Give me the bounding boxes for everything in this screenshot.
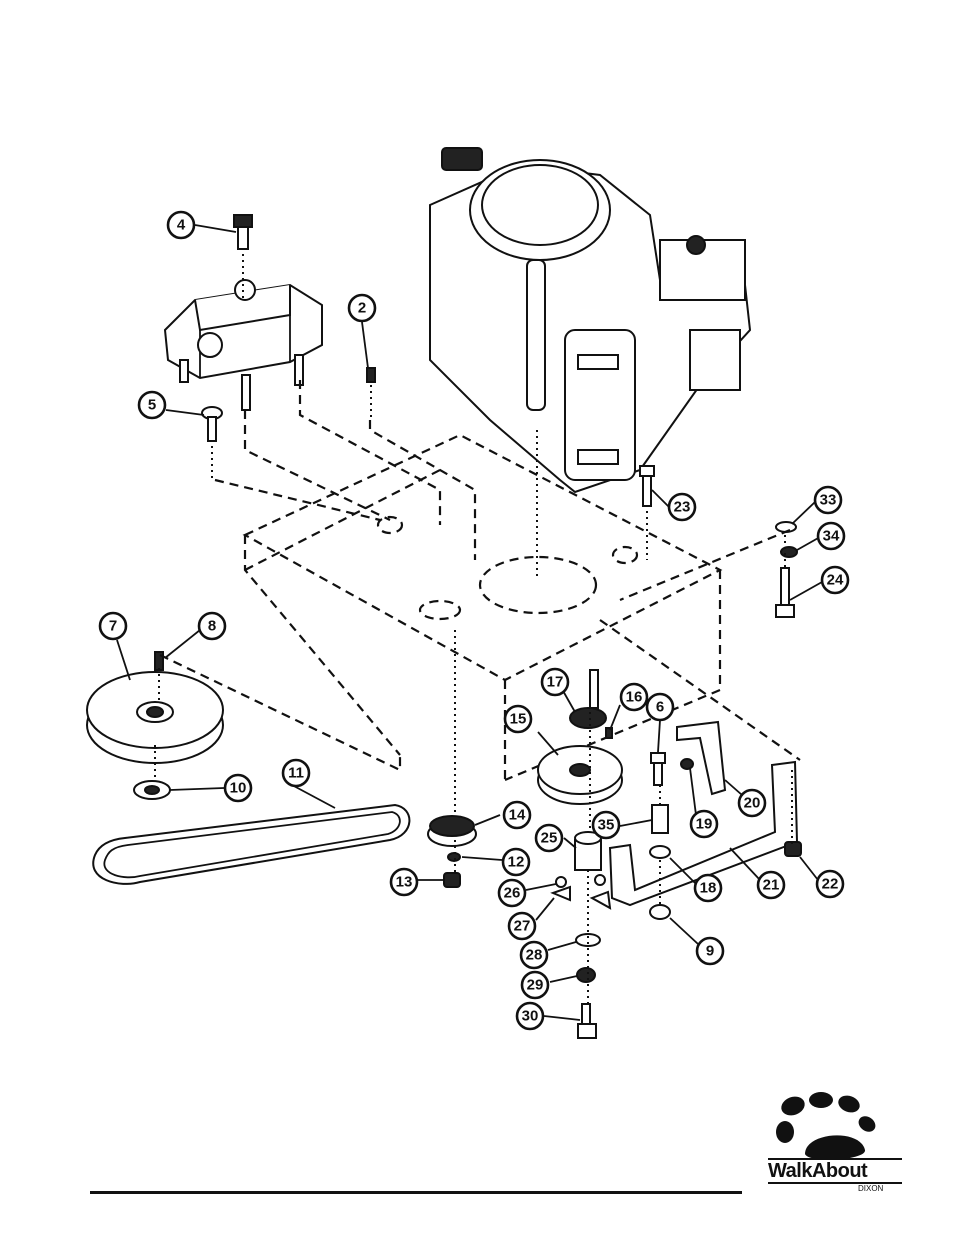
part-2-pin — [366, 367, 376, 383]
svg-text:34: 34 — [823, 528, 840, 545]
svg-text:6: 6 — [656, 699, 664, 716]
part-35-spacer — [651, 804, 669, 834]
svg-text:22: 22 — [822, 876, 839, 893]
part-29-bushing — [576, 967, 596, 983]
callout-13: 13 — [389, 867, 419, 897]
callout-9: 9 — [695, 936, 725, 966]
part-14-pulley — [427, 815, 477, 847]
callout-24: 24 — [820, 565, 850, 595]
svg-text:15: 15 — [510, 711, 527, 728]
paw-print-logo-icon — [776, 1092, 876, 1160]
svg-text:14: 14 — [509, 807, 526, 824]
part-13-nut — [443, 872, 461, 888]
part-17-hub — [569, 669, 607, 729]
callout-15: 15 — [503, 704, 533, 734]
svg-text:24: 24 — [827, 572, 844, 589]
svg-text:12: 12 — [508, 854, 525, 871]
part-23-bolt — [639, 465, 655, 507]
part-26-27-hardware — [550, 874, 612, 910]
callout-10: 10 — [223, 773, 253, 803]
svg-text:17: 17 — [547, 674, 564, 691]
callout-21: 21 — [756, 870, 786, 900]
part-9-nut — [649, 904, 671, 920]
part-10-washer — [133, 780, 171, 800]
brand-sub: DIXON — [858, 1184, 884, 1193]
assembly-lines — [154, 248, 801, 1005]
svg-text:28: 28 — [526, 947, 543, 964]
part-19-nut — [680, 758, 694, 770]
callout-34: 34 — [816, 521, 846, 551]
svg-text:2: 2 — [358, 300, 366, 317]
part-15-pulley — [537, 745, 623, 805]
callout-12: 12 — [501, 847, 531, 877]
callout-30: 30 — [515, 1001, 545, 1031]
belt — [92, 803, 411, 885]
svg-text:19: 19 — [696, 816, 713, 833]
callout-22: 22 — [815, 869, 845, 899]
svg-text:16: 16 — [626, 689, 643, 706]
callout-23: 23 — [667, 492, 697, 522]
part-30-bolt — [577, 1003, 597, 1039]
callout-6: 6 — [645, 692, 675, 722]
callout-16: 16 — [619, 682, 649, 712]
part-4-bolt — [233, 214, 253, 250]
hardware-right — [775, 521, 798, 618]
part-28-washer — [575, 933, 601, 947]
svg-text:23: 23 — [674, 499, 691, 516]
svg-text:27: 27 — [514, 918, 531, 935]
callout-20: 20 — [737, 788, 767, 818]
svg-text:33: 33 — [820, 492, 837, 509]
part-25-hub — [574, 831, 602, 871]
svg-text:21: 21 — [763, 877, 780, 894]
svg-text:8: 8 — [208, 618, 216, 635]
svg-text:18: 18 — [700, 880, 717, 897]
svg-text:25: 25 — [541, 830, 558, 847]
callout-35: 35 — [591, 810, 621, 840]
svg-text:26: 26 — [504, 885, 521, 902]
callout-18: 18 — [693, 873, 723, 903]
svg-text:5: 5 — [148, 397, 156, 414]
callout-8: 8 — [197, 611, 227, 641]
svg-text:13: 13 — [396, 874, 413, 891]
brand-name: WalkAbout — [768, 1158, 902, 1184]
large-pulley — [86, 671, 224, 764]
callout-27: 27 — [507, 911, 537, 941]
callout-5: 5 — [137, 390, 167, 420]
svg-text:30: 30 — [522, 1008, 539, 1025]
footer-rule — [90, 1191, 742, 1194]
svg-text:29: 29 — [527, 977, 544, 994]
callout-7: 7 — [98, 611, 128, 641]
callout-19: 19 — [689, 809, 719, 839]
part-5-bolt — [201, 406, 223, 442]
svg-text:9: 9 — [706, 943, 714, 960]
leader-lines — [116, 224, 823, 1021]
part-18-nut — [649, 845, 671, 859]
callout-29: 29 — [520, 970, 550, 1000]
part-6-bolt — [650, 752, 666, 786]
svg-text:10: 10 — [230, 780, 247, 797]
engine — [429, 147, 752, 494]
callout-11: 11 — [281, 758, 311, 788]
callout-33: 33 — [813, 485, 843, 515]
callout-25: 25 — [534, 823, 564, 853]
svg-text:11: 11 — [288, 765, 304, 782]
gearbox — [163, 279, 323, 411]
svg-text:35: 35 — [598, 817, 615, 834]
callout-17: 17 — [540, 667, 570, 697]
callout-2: 2 — [347, 293, 377, 323]
callout-28: 28 — [519, 940, 549, 970]
svg-text:20: 20 — [744, 795, 761, 812]
svg-text:4: 4 — [177, 217, 186, 234]
part-16-pin — [605, 727, 613, 739]
svg-text:7: 7 — [109, 618, 117, 635]
callout-26: 26 — [497, 878, 527, 908]
callout-14: 14 — [502, 800, 532, 830]
part-20-bracket — [676, 720, 727, 796]
part-22-nut — [784, 841, 802, 857]
callout-4: 4 — [166, 210, 196, 240]
